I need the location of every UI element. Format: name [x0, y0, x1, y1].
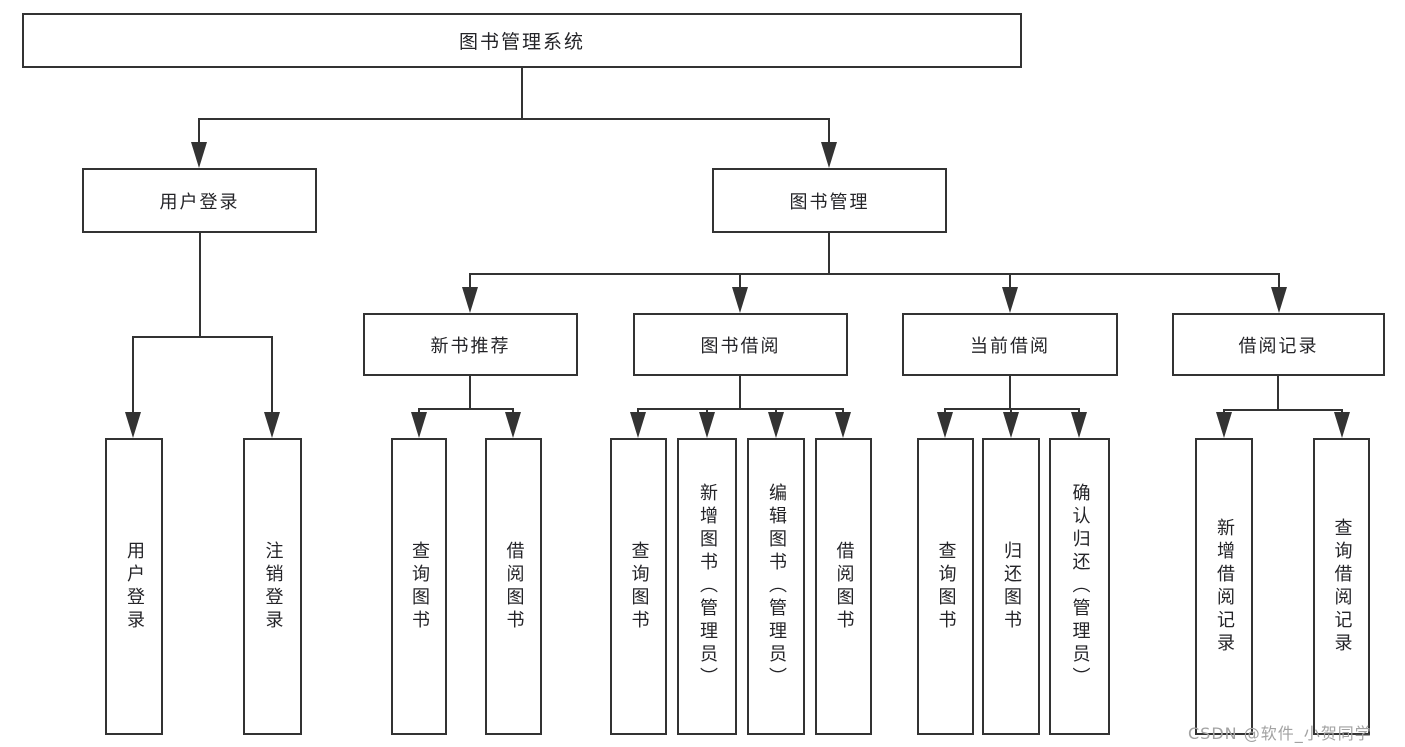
node-book-management: 图书管理: [712, 168, 947, 233]
leaf-user-login: 用户登录: [105, 438, 163, 735]
watermark-text: CSDN @软件_小贺同学: [1188, 724, 1372, 743]
leaf-confirm-return-admin: 确认归还（管理员）: [1049, 438, 1110, 735]
node-new-book-recommend: 新书推荐: [363, 313, 578, 376]
leaf-query-books-borrow: 查询图书: [610, 438, 667, 735]
leaf-borrow-books: 借阅图书: [815, 438, 872, 735]
node-root-library-system: 图书管理系统: [22, 13, 1022, 68]
leaf-return-books: 归还图书: [982, 438, 1040, 735]
leaf-add-borrow-record: 新增借阅记录: [1195, 438, 1253, 735]
leaf-borrow-books-recommend: 借阅图书: [485, 438, 542, 735]
node-borrowing-records: 借阅记录: [1172, 313, 1385, 376]
leaf-add-books-admin: 新增图书（管理员）: [677, 438, 737, 735]
node-book-borrowing: 图书借阅: [633, 313, 848, 376]
leaf-query-books-current: 查询图书: [917, 438, 974, 735]
node-user-login: 用户登录: [82, 168, 317, 233]
leaf-query-books-recommend: 查询图书: [391, 438, 447, 735]
leaf-logout: 注销登录: [243, 438, 302, 735]
leaf-query-borrow-record: 查询借阅记录: [1313, 438, 1370, 735]
node-current-borrowing: 当前借阅: [902, 313, 1118, 376]
leaf-edit-books-admin: 编辑图书（管理员）: [747, 438, 805, 735]
